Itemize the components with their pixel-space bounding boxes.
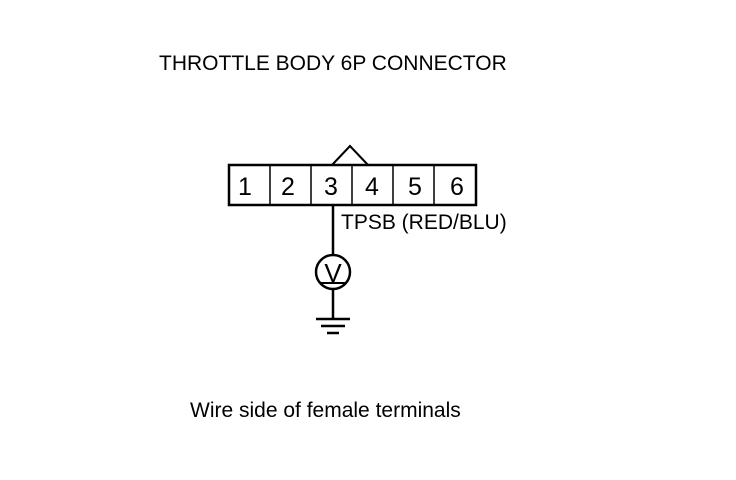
terminal-6-label: 6: [450, 173, 464, 201]
connector-lock-tab: [331, 144, 369, 166]
wire-color-label: TPSB (RED/BLU): [341, 211, 507, 234]
terminal-3-label: 3: [324, 173, 338, 201]
ground-icon: [316, 317, 350, 335]
terminal-1-label: 1: [238, 173, 252, 201]
voltmeter-symbol: V: [324, 258, 342, 288]
terminal-4-label: 4: [365, 173, 379, 201]
diagram-caption: Wire side of female terminals: [190, 399, 461, 422]
terminal-5-label: 5: [408, 173, 422, 201]
terminal-2-label: 2: [281, 173, 295, 201]
connector-title: THROTTLE BODY 6P CONNECTOR: [159, 52, 507, 75]
